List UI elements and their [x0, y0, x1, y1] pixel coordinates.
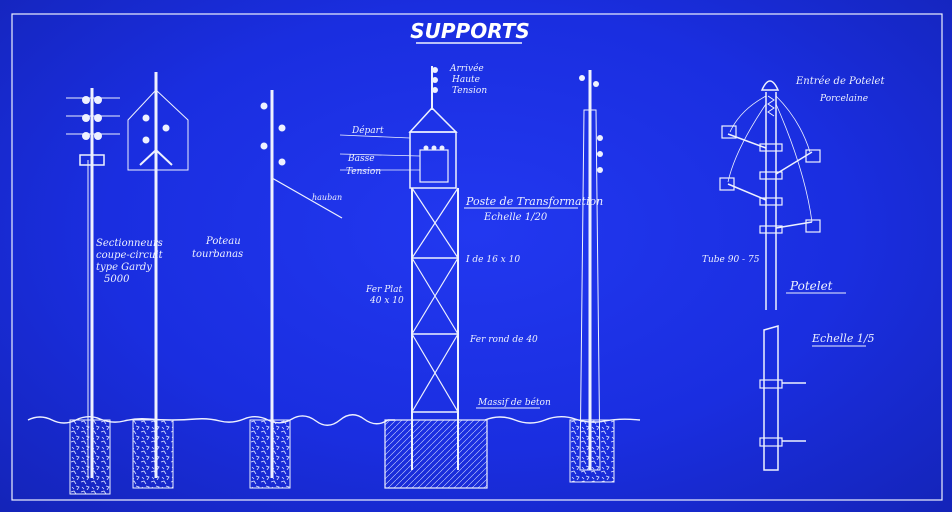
label-fer-plat-1: Fer Plat: [365, 285, 403, 295]
label-tube: Tube 90 - 75: [702, 255, 760, 265]
pole-tall: [579, 70, 603, 471]
label-potelet: Potelet: [789, 279, 833, 293]
pole-sectionneurs: [66, 88, 120, 478]
foundations: [69, 419, 615, 495]
label-fer-rond: Fer rond de 40: [469, 335, 538, 345]
sheet-border: [11, 13, 943, 501]
transformation-tower: [339, 66, 459, 470]
potelet-detail: [719, 80, 821, 471]
pole-hauban: [260, 90, 343, 478]
label-fer-plat-2: 40 x 10: [369, 296, 404, 306]
label-sectionneur-3: type Gardy: [96, 262, 152, 273]
label-arrivee: Arrivée: [449, 63, 484, 74]
label-poteau-2: tourbanas: [192, 249, 243, 260]
label-porcelaine: Porcelaine: [819, 94, 868, 104]
label-haute: Haute: [451, 75, 480, 85]
label-basse: Basse: [347, 154, 375, 164]
ground-line: [27, 414, 641, 426]
label-tension: Tension: [346, 167, 381, 177]
label-tension-top: Tension: [452, 86, 487, 96]
label-underlines: [464, 207, 866, 409]
sheet-title: SUPPORTS: [410, 19, 530, 43]
label-sectionneur-4: 5000: [104, 274, 130, 285]
label-entree: Entrée de Potelet: [795, 76, 885, 87]
label-fer-i: I de 16 x 10: [465, 255, 520, 265]
label-poste: Poste de Transformation: [465, 195, 603, 208]
label-potelet-scale: Echelle 1/5: [811, 332, 875, 345]
label-sectionneur-2: coupe-circuit: [96, 250, 164, 261]
label-sectionneur-1: Sectionneurs: [96, 238, 163, 249]
label-hauban: hauban: [312, 193, 342, 202]
labels: Sectionneurs coupe-circuit type Gardy 50…: [96, 63, 885, 408]
label-poste-scale: Echelle 1/20: [483, 212, 548, 223]
pole-poteau: [127, 72, 189, 478]
label-poteau-1: Poteau: [205, 236, 241, 247]
label-massif: Massif de béton: [477, 397, 551, 408]
label-depart: Départ: [351, 125, 384, 136]
